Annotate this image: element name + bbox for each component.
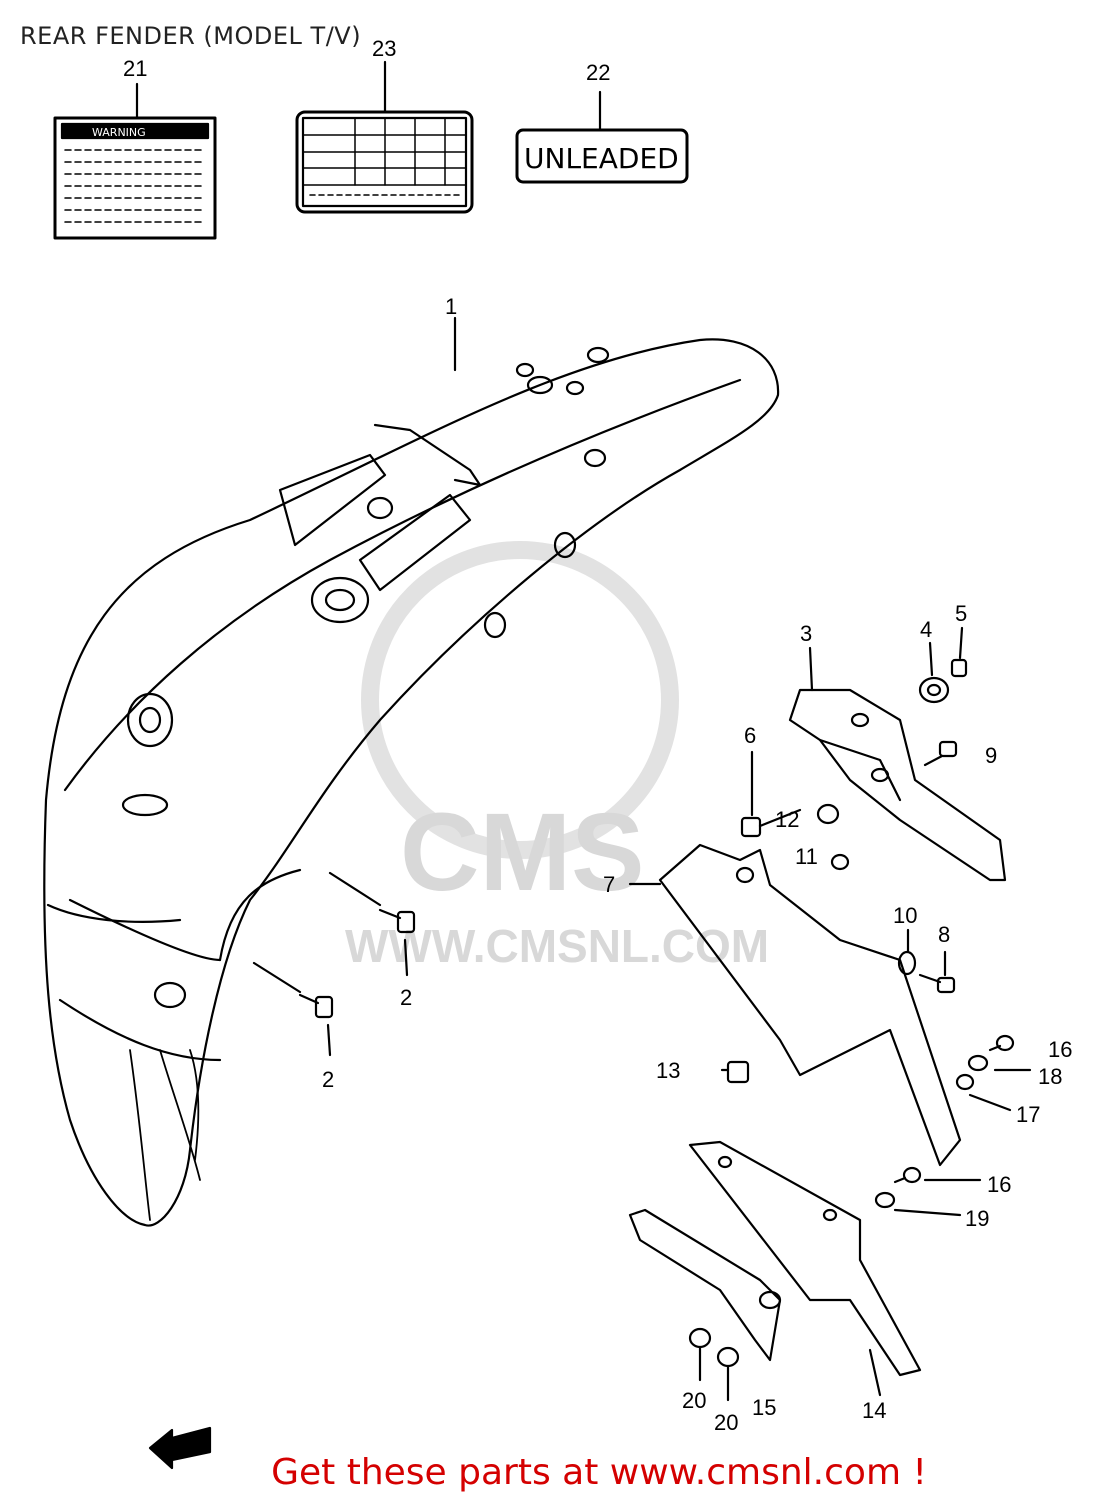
callout-12: 12 xyxy=(775,807,799,832)
nut-part-13 xyxy=(720,1060,750,1084)
callout-11: 11 xyxy=(795,844,818,869)
callout-21: 21 xyxy=(123,56,147,81)
washer-part-10 xyxy=(897,928,917,976)
callout-6: 6 xyxy=(744,723,756,748)
callout-16-upper: 16 xyxy=(1048,1037,1072,1062)
watermark-brand: CMS xyxy=(400,791,644,914)
callout-20-right: 20 xyxy=(714,1410,738,1435)
callout-17: 17 xyxy=(1016,1102,1040,1127)
callout-13: 13 xyxy=(656,1058,680,1083)
license-bracket-part-7 xyxy=(628,843,962,1167)
unleaded-label-text: UNLEADED xyxy=(524,142,679,175)
callout-8: 8 xyxy=(938,922,950,947)
watermark: CMS WWW.CMSNL.COM xyxy=(345,541,769,972)
warning-label-part: WARNING xyxy=(53,82,217,240)
front-arrow-icon xyxy=(148,1426,212,1470)
rear-fender-part xyxy=(43,316,780,1227)
callout-4: 4 xyxy=(920,617,932,642)
watermark-url: WWW.CMSNL.COM xyxy=(345,920,769,972)
collar-part-5 xyxy=(950,626,968,678)
callout-18: 18 xyxy=(1038,1064,1062,1089)
callout-15: 15 xyxy=(752,1395,776,1420)
callout-2-lower: 2 xyxy=(322,1067,334,1092)
bolt-part-6 xyxy=(740,750,802,838)
collar-part-12 xyxy=(816,803,840,825)
callout-22: 22 xyxy=(586,60,610,85)
screw-part-16-upper xyxy=(988,1034,1015,1052)
bolt-part-2 xyxy=(252,871,416,1057)
callout-3: 3 xyxy=(800,621,812,646)
callout-10: 10 xyxy=(893,903,917,928)
nut-part-11 xyxy=(830,853,850,871)
washer-part-17 xyxy=(955,1073,1012,1112)
callout-19: 19 xyxy=(965,1206,989,1231)
footer-link[interactable]: Get these parts at www.cmsnl.com ! xyxy=(0,1452,1108,1493)
nut-part-20 xyxy=(688,1327,740,1402)
screw-part-16-lower xyxy=(893,1166,982,1184)
washer-part-19 xyxy=(874,1191,962,1217)
footer-text[interactable]: Get these parts at www.cmsnl.com ! xyxy=(271,1452,927,1493)
callout-numbers: 1 2 2 3 4 5 6 7 8 9 10 11 12 13 14 15 16… xyxy=(123,36,1072,1435)
bracket-part-3 xyxy=(788,646,1007,882)
callout-2-upper: 2 xyxy=(400,985,412,1010)
unleaded-label-part: UNLEADED xyxy=(515,90,689,184)
callout-5: 5 xyxy=(955,601,967,626)
callout-16-lower: 16 xyxy=(987,1172,1011,1197)
callout-14: 14 xyxy=(862,1398,886,1423)
warning-label-text: WARNING xyxy=(92,126,146,139)
callout-20-left: 20 xyxy=(682,1388,706,1413)
reflector-bracket-part-15 xyxy=(628,1208,782,1362)
grommet-part-4 xyxy=(918,641,950,704)
washer-part-18 xyxy=(967,1054,1032,1072)
callout-7: 7 xyxy=(603,872,615,897)
page-title: REAR FENDER (MODEL T/V) xyxy=(20,22,362,50)
bolt-part-9 xyxy=(923,740,958,767)
bolt-part-8 xyxy=(918,950,956,994)
table-label-part xyxy=(295,60,474,214)
callout-1: 1 xyxy=(445,294,457,319)
plate-bracket-part-14 xyxy=(688,1140,922,1397)
callout-9: 9 xyxy=(985,743,997,768)
callout-23: 23 xyxy=(372,36,396,61)
